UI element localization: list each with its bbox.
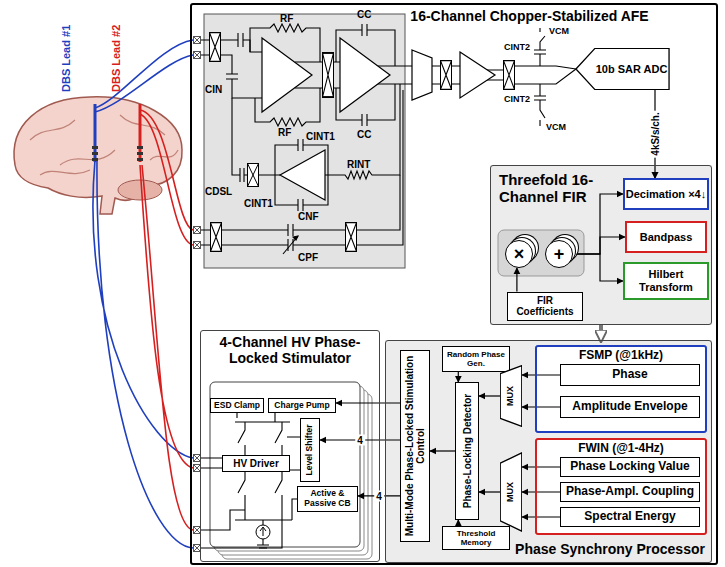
node-text: Phase-Ampl. Coupling [566,485,694,499]
signal-arrow [479,395,500,396]
component-label: CPF [298,252,318,263]
memory-box: FIR Coefficients [507,292,583,321]
node-text: + [554,244,565,265]
filter-box: Bandpass [625,221,707,253]
node-text: Phase Locking Value [570,460,689,474]
node-text: × [514,244,525,265]
signal-arrow [573,237,625,254]
mux-symbol: MUX [500,365,522,427]
signal-arrow [599,325,603,340]
component-label: VCM [546,123,566,133]
system-frame: 16-Channel Chopper-Stabilized AFE 10b SAR… [190,3,718,565]
feature-group: FWIN (@1-4Hz) Phase Locking ValuePhase-Am… [535,438,707,535]
component-label: CNF [298,211,319,222]
feature-box: Phase-Ampl. Coupling [560,482,700,502]
mux-symbol: MUX [500,452,522,532]
detector-box: Phase-Locking Detector [455,382,479,520]
component-label: CC [357,9,371,20]
lead-label: DBS Lead #2 [110,25,122,92]
process-box: Charge Pump [268,398,336,414]
node-text: Hilbert Transform [625,268,707,293]
component-label: RF [280,13,293,24]
feature-group: FSMP (@1kHz) PhaseAmplitude Envelope [535,345,707,433]
signal-arrow [522,466,560,467]
feature-box: Amplitude Envelope [560,396,700,418]
node-text: ESD Clamp [214,401,260,411]
control-box: Multi-Mode Phase-Locked Stimulation Cont… [400,350,430,542]
node-text: Phase-Locking Detector [462,385,473,517]
node-text: Bandpass [640,231,693,244]
stimulator-panel: 4-Channel HV Phase-Locked StimulatorESD … [200,330,380,562]
driver-box: HV Driver [222,455,290,473]
adc-block: 10b SAR ADC [575,48,670,90]
signal-arrow [336,402,400,403]
node-text: Random Phase Gen. [443,350,509,368]
component-label: RINT [347,159,370,170]
fir-panel: Threefold 16-Channel FIRDecimation ×4↓ Ba… [490,165,712,325]
component-label: RF [278,127,291,138]
lead-label: DBS Lead #1 [60,25,72,92]
component-label: CDSL [205,186,232,197]
panel-heading: Threefold 16-Channel FIR [499,171,624,206]
node-text: Spectral Energy [584,510,675,524]
panel-heading: FSMP (@1kHz) [537,349,705,363]
component-label: CIN [205,84,222,95]
filter-box: Decimation ×4↓ [623,178,709,209]
signal-arrow [522,374,560,375]
signal-arrow [430,450,455,451]
component-label: CINT2 [504,43,530,53]
node-text: MUX [506,455,516,529]
signal-arrow [522,516,560,517]
process-box: Active & Passive CB [297,486,358,512]
signal-arrow [479,491,500,492]
component-label: CINT1 [306,131,335,142]
node-text: Charge Pump [274,401,329,411]
memory-box: Threshold Memory [442,526,510,550]
panel-heading: 16-Channel Chopper-Stabilized AFE [347,8,712,24]
node-text: 10b SAR ADC [596,63,668,76]
multiplier-symbol: × [505,240,533,268]
level-shifter-box: Level Shifter [300,418,320,482]
signal-arrow [458,372,459,382]
node-text: HV Driver [233,458,279,470]
signal-arrow [522,406,560,407]
signal-arrow [522,491,560,492]
node-text: Active & Passive CB [298,489,357,509]
processor-panel: Phase Synchrony Processor Random Phase Ge… [385,340,712,563]
process-box: Random Phase Gen. [442,346,510,372]
signal-arrow [573,254,623,281]
node-text: Phase [612,368,647,382]
feature-box: Phase [560,364,700,386]
node-text: FIR Coefficients [508,295,582,318]
node-text: Amplitude Envelope [572,400,687,414]
feature-box: Phase Locking Value [560,457,700,477]
component-label: CINT2 [504,95,530,105]
node-text: Level Shifter [305,421,314,479]
filter-box: Hilbert Transform [623,262,709,300]
node-text: Threshold Memory [443,529,509,547]
signal-arrow [516,268,517,292]
component-label: CC [357,129,371,140]
edge-label: 4 [374,490,384,501]
edge-label: 4kS/s/ch. [649,110,660,157]
panel-heading: Phase Synchrony Processor [511,541,709,557]
node-text: Multi-Mode Phase-Locked Stimulation Cont… [404,353,426,539]
edge-label: 4 [355,435,365,446]
component-label: VCM [549,27,569,37]
node-text: Decimation ×4↓ [626,188,706,201]
feature-box: Spectral Energy [560,507,700,527]
process-box: ESD Clamp [210,398,264,414]
adder-symbol: + [545,240,573,268]
component-label: CINT1 [244,198,273,209]
node-text: MUX [506,368,516,424]
panel-heading: 4-Channel HV Phase-Locked Stimulator [201,334,379,366]
panel-heading: FWIN (@1-4Hz) [537,442,705,456]
